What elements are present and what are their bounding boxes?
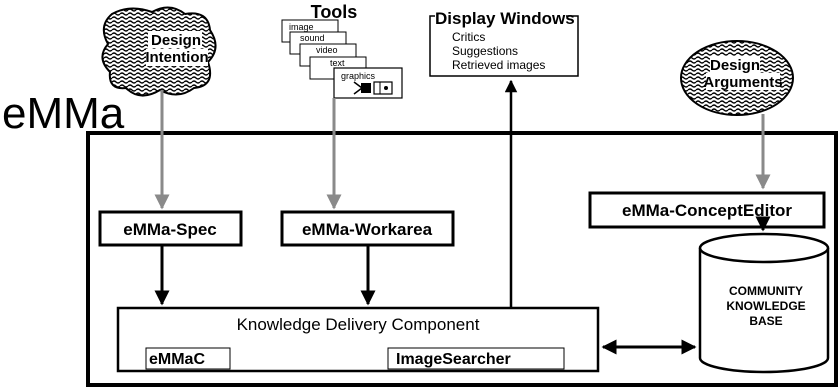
graphics-tool-icon [353, 81, 393, 95]
tools-group: Tools image sound video text graphics [281, 2, 403, 99]
emma-workarea-module: eMMa-Workarea [280, 210, 455, 247]
image-searcher-box [387, 347, 565, 370]
display-item-critics: Critics [452, 30, 485, 44]
tools-title: Tools [311, 2, 358, 22]
tool-card-graphics-label: graphics [341, 71, 376, 81]
design-arguments-label-1: Design [710, 57, 760, 74]
knowledge-base-label-3: BASE [749, 314, 782, 328]
knowledge-base-top [698, 232, 830, 264]
design-intention-label-bg [148, 31, 202, 48]
tool-card-text-label: text [330, 58, 345, 68]
display-windows-title: Display Windows [435, 9, 575, 28]
knowledge-base-label-1: COMMUNITY [729, 284, 803, 298]
display-item-suggestions: Suggestions [452, 44, 518, 58]
tool-card-sound-label: sound [300, 33, 325, 43]
emma-concept-editor-module: eMMa-ConceptEditor [588, 191, 826, 229]
emmac-label: eMMaC [149, 351, 205, 368]
display-windows-group: Display Windows Critics Suggestions Retr… [429, 9, 579, 77]
community-knowledge-base: COMMUNITY KNOWLEDGE BASE [698, 232, 830, 374]
knowledge-delivery-component: Knowledge Delivery Component eMMaC Image… [116, 306, 600, 373]
knowledge-base-label-2: KNOWLEDGE [726, 299, 805, 313]
system-boundary [86, 131, 838, 387]
design-arguments-label-bg [710, 56, 760, 73]
design-arguments-cloud: Design Arguments [680, 40, 794, 116]
design-intention-label-2: Intention [145, 49, 208, 66]
design-intention-cloud: Design Intention [101, 6, 217, 97]
knowledge-base-body [698, 248, 830, 374]
image-searcher-label: ImageSearcher [396, 351, 511, 368]
system-title: eMMa [2, 89, 125, 138]
emma-concept-editor-box [588, 191, 826, 229]
tool-card-image-label: image [289, 22, 314, 32]
emma-spec-label: eMMa-Spec [123, 220, 217, 239]
design-intention-label-bg [146, 49, 208, 66]
emmac-box [145, 347, 231, 370]
design-arguments-label-2: Arguments [703, 74, 782, 91]
display-windows-frame [429, 15, 579, 77]
display-item-retrieved-images: Retrieved images [452, 58, 545, 72]
knowledge-delivery-title: Knowledge Delivery Component [237, 315, 480, 334]
tool-card-video-label: video [316, 45, 338, 55]
emma-spec-box [98, 210, 243, 247]
emma-workarea-label: eMMa-Workarea [302, 220, 433, 239]
design-arguments-label-bg [706, 73, 780, 90]
design-intention-label-1: Design [151, 32, 201, 49]
emma-concept-editor-label: eMMa-ConceptEditor [622, 201, 792, 220]
emma-spec-module: eMMa-Spec [98, 210, 243, 247]
